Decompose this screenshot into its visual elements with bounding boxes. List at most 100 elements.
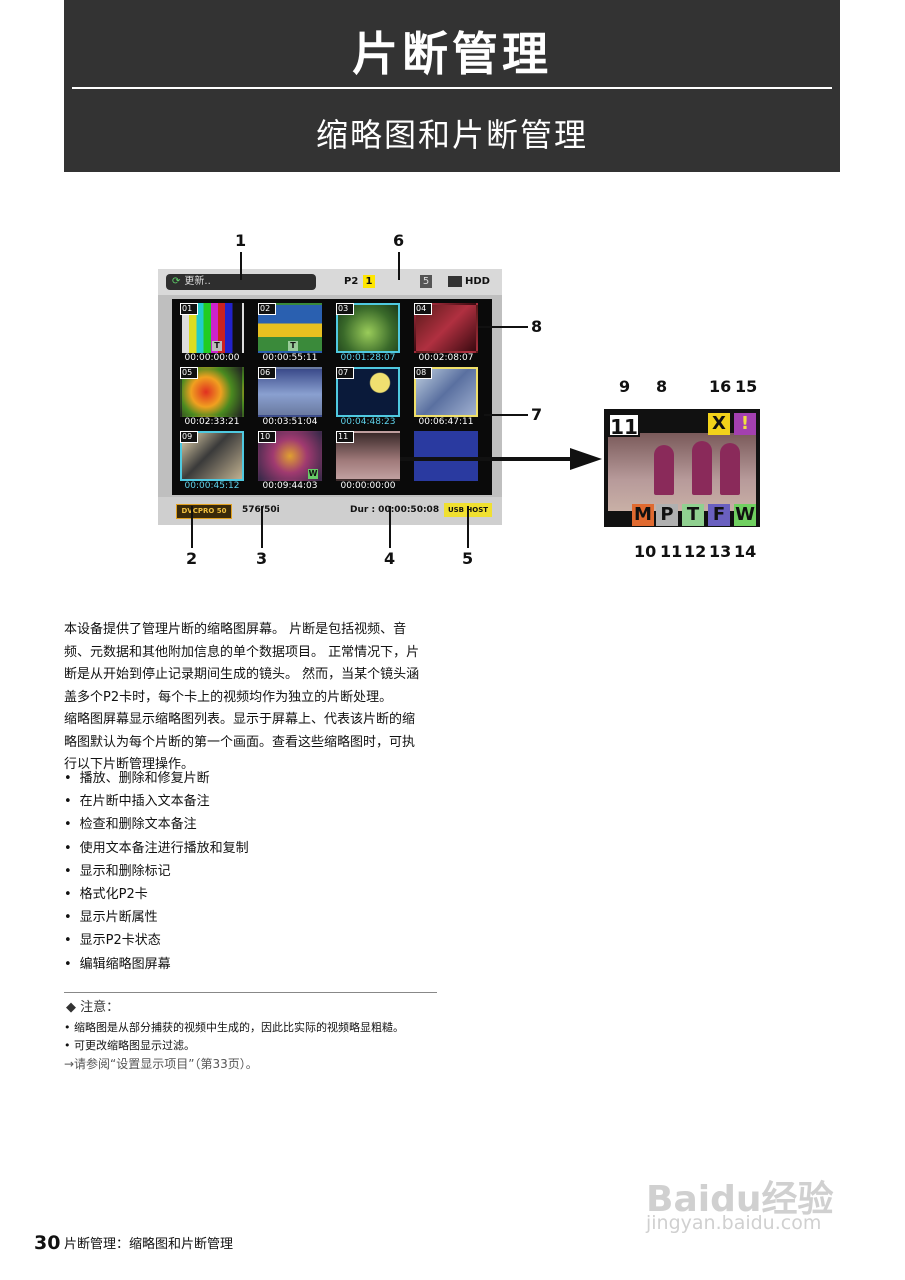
clip-number: 05 — [180, 367, 198, 379]
empty-thumbnail — [414, 431, 478, 481]
clip-timecode: 00:02:08:07 — [418, 353, 474, 363]
mark-p: P — [656, 504, 678, 526]
page-title: 片断管理 — [352, 27, 552, 81]
callout-line — [398, 252, 400, 280]
callout-3: 3 — [256, 549, 268, 568]
callout-8: 8 — [531, 317, 543, 336]
screen-top-bar: ⟳更新.. P2 1 5 HDD — [158, 269, 502, 295]
callout-1: 1 — [235, 231, 247, 250]
callout-8-zoom: 8 — [656, 377, 668, 396]
list-item: 在片断中插入文本备注 — [64, 790, 444, 813]
clip-number: 01 — [180, 303, 198, 315]
clip-number: 06 — [258, 367, 276, 379]
clip-thumbnail: 01 T 00:00:00:00 — [174, 301, 250, 363]
update-label: 更新.. — [184, 276, 211, 287]
body-paragraph: 本设备提供了管理片断的缩略图屏幕。 片断是包括视频、音 频、元数据和其他附加信息… — [64, 619, 444, 777]
warning-mark: ! — [734, 413, 756, 435]
clip-thumbnail: 03 00:01:28:07 — [330, 301, 406, 363]
callout-4: 4 — [384, 549, 396, 568]
callout-line — [261, 506, 263, 548]
callout-line — [389, 506, 391, 548]
callout-line — [484, 414, 528, 416]
callout-12: 12 — [684, 542, 707, 561]
body-line: 盖多个P2卡时，每个卡上的视频均作为独立的片断处理。 — [64, 689, 393, 705]
list-item: 显示P2卡状态 — [64, 929, 444, 952]
watermark-url: jingyan.baidu.com — [646, 1212, 822, 1234]
callout-9: 9 — [619, 377, 631, 396]
empty-slot — [408, 429, 484, 491]
note-item: • 可更改缩略图显示过滤。 — [64, 1039, 195, 1052]
text-memo-mark: T — [212, 341, 222, 351]
callout-line — [478, 326, 528, 328]
list-item: 播放、删除和修复片断 — [64, 767, 444, 790]
clip-timecode: 00:02:33:21 — [184, 417, 240, 427]
callout-7: 7 — [531, 405, 543, 424]
clip-number: 03 — [336, 303, 354, 315]
clip-number: 09 — [180, 431, 198, 443]
body-line: 略图默认为每个片断的第一个画面。查看这些缩略图时，可执 — [64, 734, 416, 750]
shot-mark: W — [308, 469, 318, 479]
note-divider — [64, 992, 437, 993]
callout-5: 5 — [462, 549, 474, 568]
clip-timecode: 00:00:00:00 — [184, 353, 240, 363]
list-item: 显示片断属性 — [64, 906, 444, 929]
clip-thumbnail: 05 00:02:33:21 — [174, 365, 250, 427]
callout-6: 6 — [393, 231, 405, 250]
watermark-logo: Baidu经验 — [646, 1179, 834, 1220]
operation-list: 播放、删除和修复片断 在片断中插入文本备注 检查和删除文本备注 使用文本备注进行… — [64, 767, 444, 976]
page-header: 片断管理 缩略图和片断管理 — [64, 0, 840, 172]
clip-timecode: 00:06:47:11 — [418, 417, 474, 427]
mark-w: W — [734, 504, 756, 526]
callout-line — [191, 506, 193, 548]
list-item: 编辑缩略图屏幕 — [64, 953, 444, 976]
video-format: 576/50i — [242, 505, 280, 515]
clip-thumbnail: 10 W 00:09:44:03 — [252, 429, 328, 491]
clip-number: 07 — [336, 367, 354, 379]
callout-13: 13 — [709, 542, 732, 561]
arrow-right-icon — [570, 448, 602, 470]
p2-label: P2 — [344, 276, 359, 287]
callout-11: 11 — [660, 542, 683, 561]
clip-number-large: 11 — [608, 413, 640, 439]
slot-5-indicator: 5 — [420, 275, 432, 288]
mark-f: F — [708, 504, 730, 526]
note-heading: ◆ 注意： — [66, 1000, 120, 1015]
body-line: 缩略图屏幕显示缩略图列表。显示于屏幕上、代表该片断的缩 — [64, 712, 416, 727]
callout-line — [467, 506, 469, 548]
callout-line — [240, 252, 242, 280]
header-divider — [72, 87, 832, 89]
list-item: 检查和删除文本备注 — [64, 813, 444, 836]
clip-timecode: 00:09:44:03 — [262, 481, 318, 491]
zoomed-clip-image — [608, 433, 756, 511]
callout-16: 16 — [709, 377, 732, 396]
thumbnail-grid: 01 T 00:00:00:00 02 T 00:00:55:11 03 00:… — [172, 299, 492, 495]
clip-timecode: 00:01:28:07 — [340, 353, 396, 363]
clip-timecode: 00:00:45:12 — [184, 481, 240, 491]
body-line: 断是从开始到停止记录期间生成的镜头。 然而，当某个镜头涵 — [64, 667, 420, 682]
clip-number: 02 — [258, 303, 276, 315]
footer-section: 片断管理：缩略图和片断管理 — [64, 1237, 234, 1252]
hdd-label: HDD — [465, 276, 490, 287]
callout-2: 2 — [186, 549, 198, 568]
mark-m: M — [632, 504, 654, 526]
screen-bottom-bar: DVCPRO 50 576/50i Dur : 00:00:50:08 USB … — [158, 497, 502, 525]
clip-thumbnail: 02 T 00:00:55:11 — [252, 301, 328, 363]
thumbnail-screen-figure: ⟳更新.. P2 1 5 HDD 01 T 00:00:00:00 02 T 0… — [158, 269, 502, 525]
list-item: 显示和删除标记 — [64, 860, 444, 883]
clip-timecode: 00:04:48:23 — [340, 417, 396, 427]
clip-thumbnail: 07 00:04:48:23 — [330, 365, 406, 427]
zoomed-thumbnail: 11 X ! M P T F W — [604, 409, 760, 527]
callout-14: 14 — [734, 542, 757, 561]
page-number: 30 — [34, 1232, 61, 1254]
clip-number: 11 — [336, 431, 354, 443]
refresh-icon: ⟳ — [172, 276, 181, 287]
clip-thumbnail: 11 00:00:00:00 — [330, 429, 406, 491]
text-memo-mark: T — [288, 341, 298, 351]
clip-thumbnail: 04 00:02:08:07 — [408, 301, 484, 363]
clip-thumbnail: 06 00:03:51:04 — [252, 365, 328, 427]
clip-number: 04 — [414, 303, 432, 315]
hdd-icon — [448, 276, 462, 287]
update-status: ⟳更新.. — [166, 274, 316, 290]
list-item: 使用文本备注进行播放和复制 — [64, 837, 444, 860]
clip-number: 08 — [414, 367, 432, 379]
